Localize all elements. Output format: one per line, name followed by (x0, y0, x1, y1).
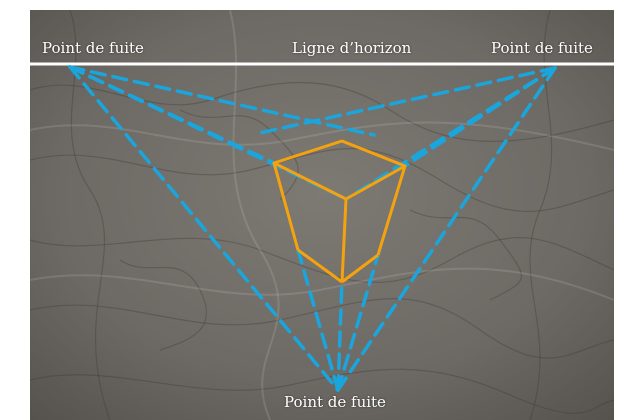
vanishing-point-right-label: Point de fuite (491, 41, 593, 56)
perspective-diagram: Point de fuite Ligne d’horizon Point de … (30, 10, 614, 420)
vanishing-point-left-label: Point de fuite (42, 41, 144, 56)
diagram-canvas (30, 10, 614, 420)
horizon-line-label: Ligne d’horizon (292, 41, 411, 56)
marbled-background (30, 10, 614, 420)
vanishing-point-bottom-label: Point de fuite (284, 395, 386, 410)
